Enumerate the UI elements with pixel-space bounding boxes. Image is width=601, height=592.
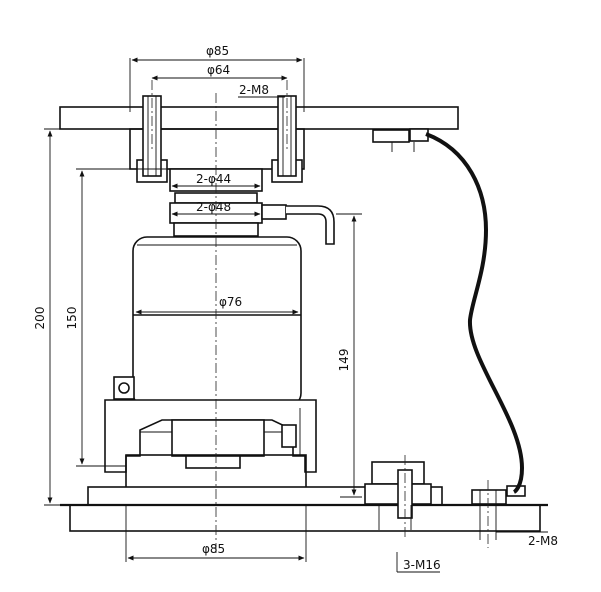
top-cable-clamp [372, 128, 429, 152]
label-phi48: 2-φ48 [196, 200, 231, 214]
label-phi76: φ76 [219, 295, 242, 309]
dimensions [44, 57, 548, 573]
dimension-labels: φ85 φ64 2-M8 2-φ44 2-φ48 φ76 200 150 149… [33, 44, 558, 572]
load-cell-body [113, 236, 302, 408]
label-dim149: 149 [337, 349, 351, 372]
label-m8-right: 2-M8 [528, 534, 558, 548]
right-anchor [364, 461, 432, 530]
cable-connector [261, 204, 335, 245]
label-phi85-bottom: φ85 [202, 542, 225, 556]
label-phi64: φ64 [207, 63, 230, 77]
label-m16: 3-M16 [403, 558, 441, 572]
base-housing [104, 399, 317, 473]
label-m8-top: 2-M8 [239, 83, 269, 97]
signal-cable [425, 132, 525, 494]
label-dim150: 150 [65, 307, 79, 330]
center-lines [151, 80, 489, 555]
top-mounting-plate [59, 106, 459, 130]
label-phi44: 2-φ44 [196, 172, 231, 186]
label-phi85-top: φ85 [206, 44, 229, 58]
label-dim200: 200 [33, 307, 47, 330]
